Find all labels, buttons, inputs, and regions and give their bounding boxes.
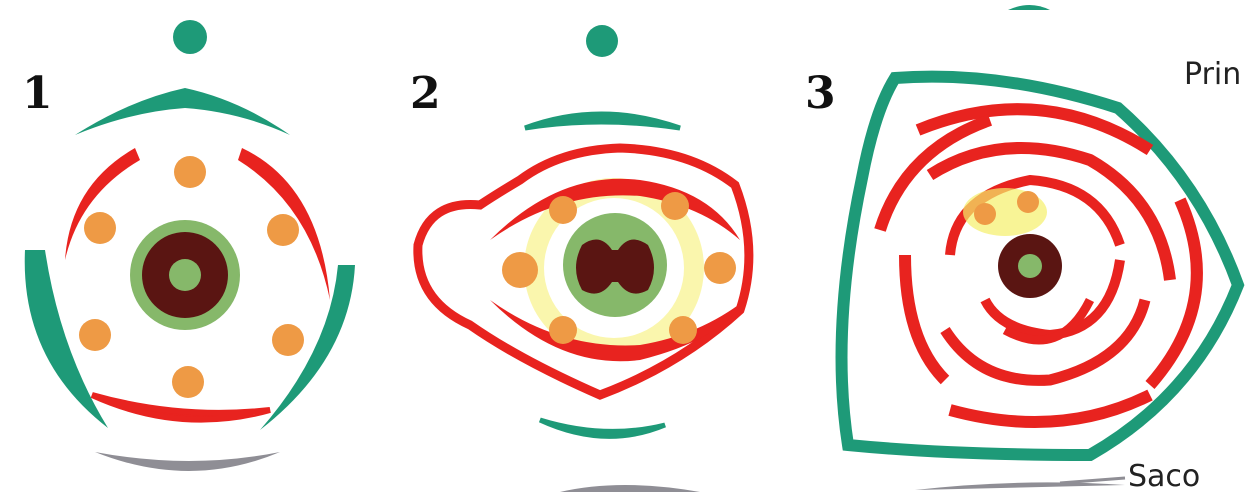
panel-2-diagram bbox=[418, 25, 749, 492]
axis-dot bbox=[586, 25, 618, 57]
label-prin: Prin bbox=[1184, 60, 1241, 90]
stamen bbox=[974, 203, 996, 225]
panel-3-diagram bbox=[842, 5, 1238, 490]
stamen bbox=[79, 319, 111, 351]
stamen bbox=[84, 212, 116, 244]
panel-1-diagram bbox=[25, 20, 355, 471]
bract-top bbox=[525, 114, 680, 128]
panel-2-number: 2 bbox=[410, 72, 441, 116]
label-saco: Saco bbox=[1128, 462, 1200, 492]
base-shadow bbox=[95, 452, 280, 471]
ovary-center bbox=[1018, 254, 1042, 278]
stamen bbox=[704, 252, 736, 284]
panel-1-number: 1 bbox=[22, 72, 53, 116]
panel-3-number: 3 bbox=[805, 72, 836, 116]
stamen bbox=[549, 316, 577, 344]
stamen bbox=[669, 316, 697, 344]
base-shadow bbox=[915, 482, 1125, 490]
stamen bbox=[1017, 191, 1039, 213]
bract-bottom bbox=[540, 420, 665, 436]
stamen bbox=[172, 366, 204, 398]
petal-arc bbox=[950, 395, 1150, 422]
axis-tip bbox=[1008, 5, 1050, 10]
stamen bbox=[502, 252, 538, 288]
petal-bottom bbox=[92, 395, 270, 420]
stamen bbox=[661, 192, 689, 220]
saco-leader bbox=[1060, 478, 1125, 483]
axis-dot bbox=[173, 20, 207, 54]
stamen bbox=[549, 196, 577, 224]
ovary-center bbox=[169, 259, 201, 291]
petal-arc bbox=[905, 255, 945, 380]
stamen bbox=[174, 156, 206, 188]
stamen bbox=[272, 324, 304, 356]
stamen bbox=[267, 214, 299, 246]
base-shadow bbox=[560, 485, 700, 492]
bract-top bbox=[75, 88, 290, 135]
